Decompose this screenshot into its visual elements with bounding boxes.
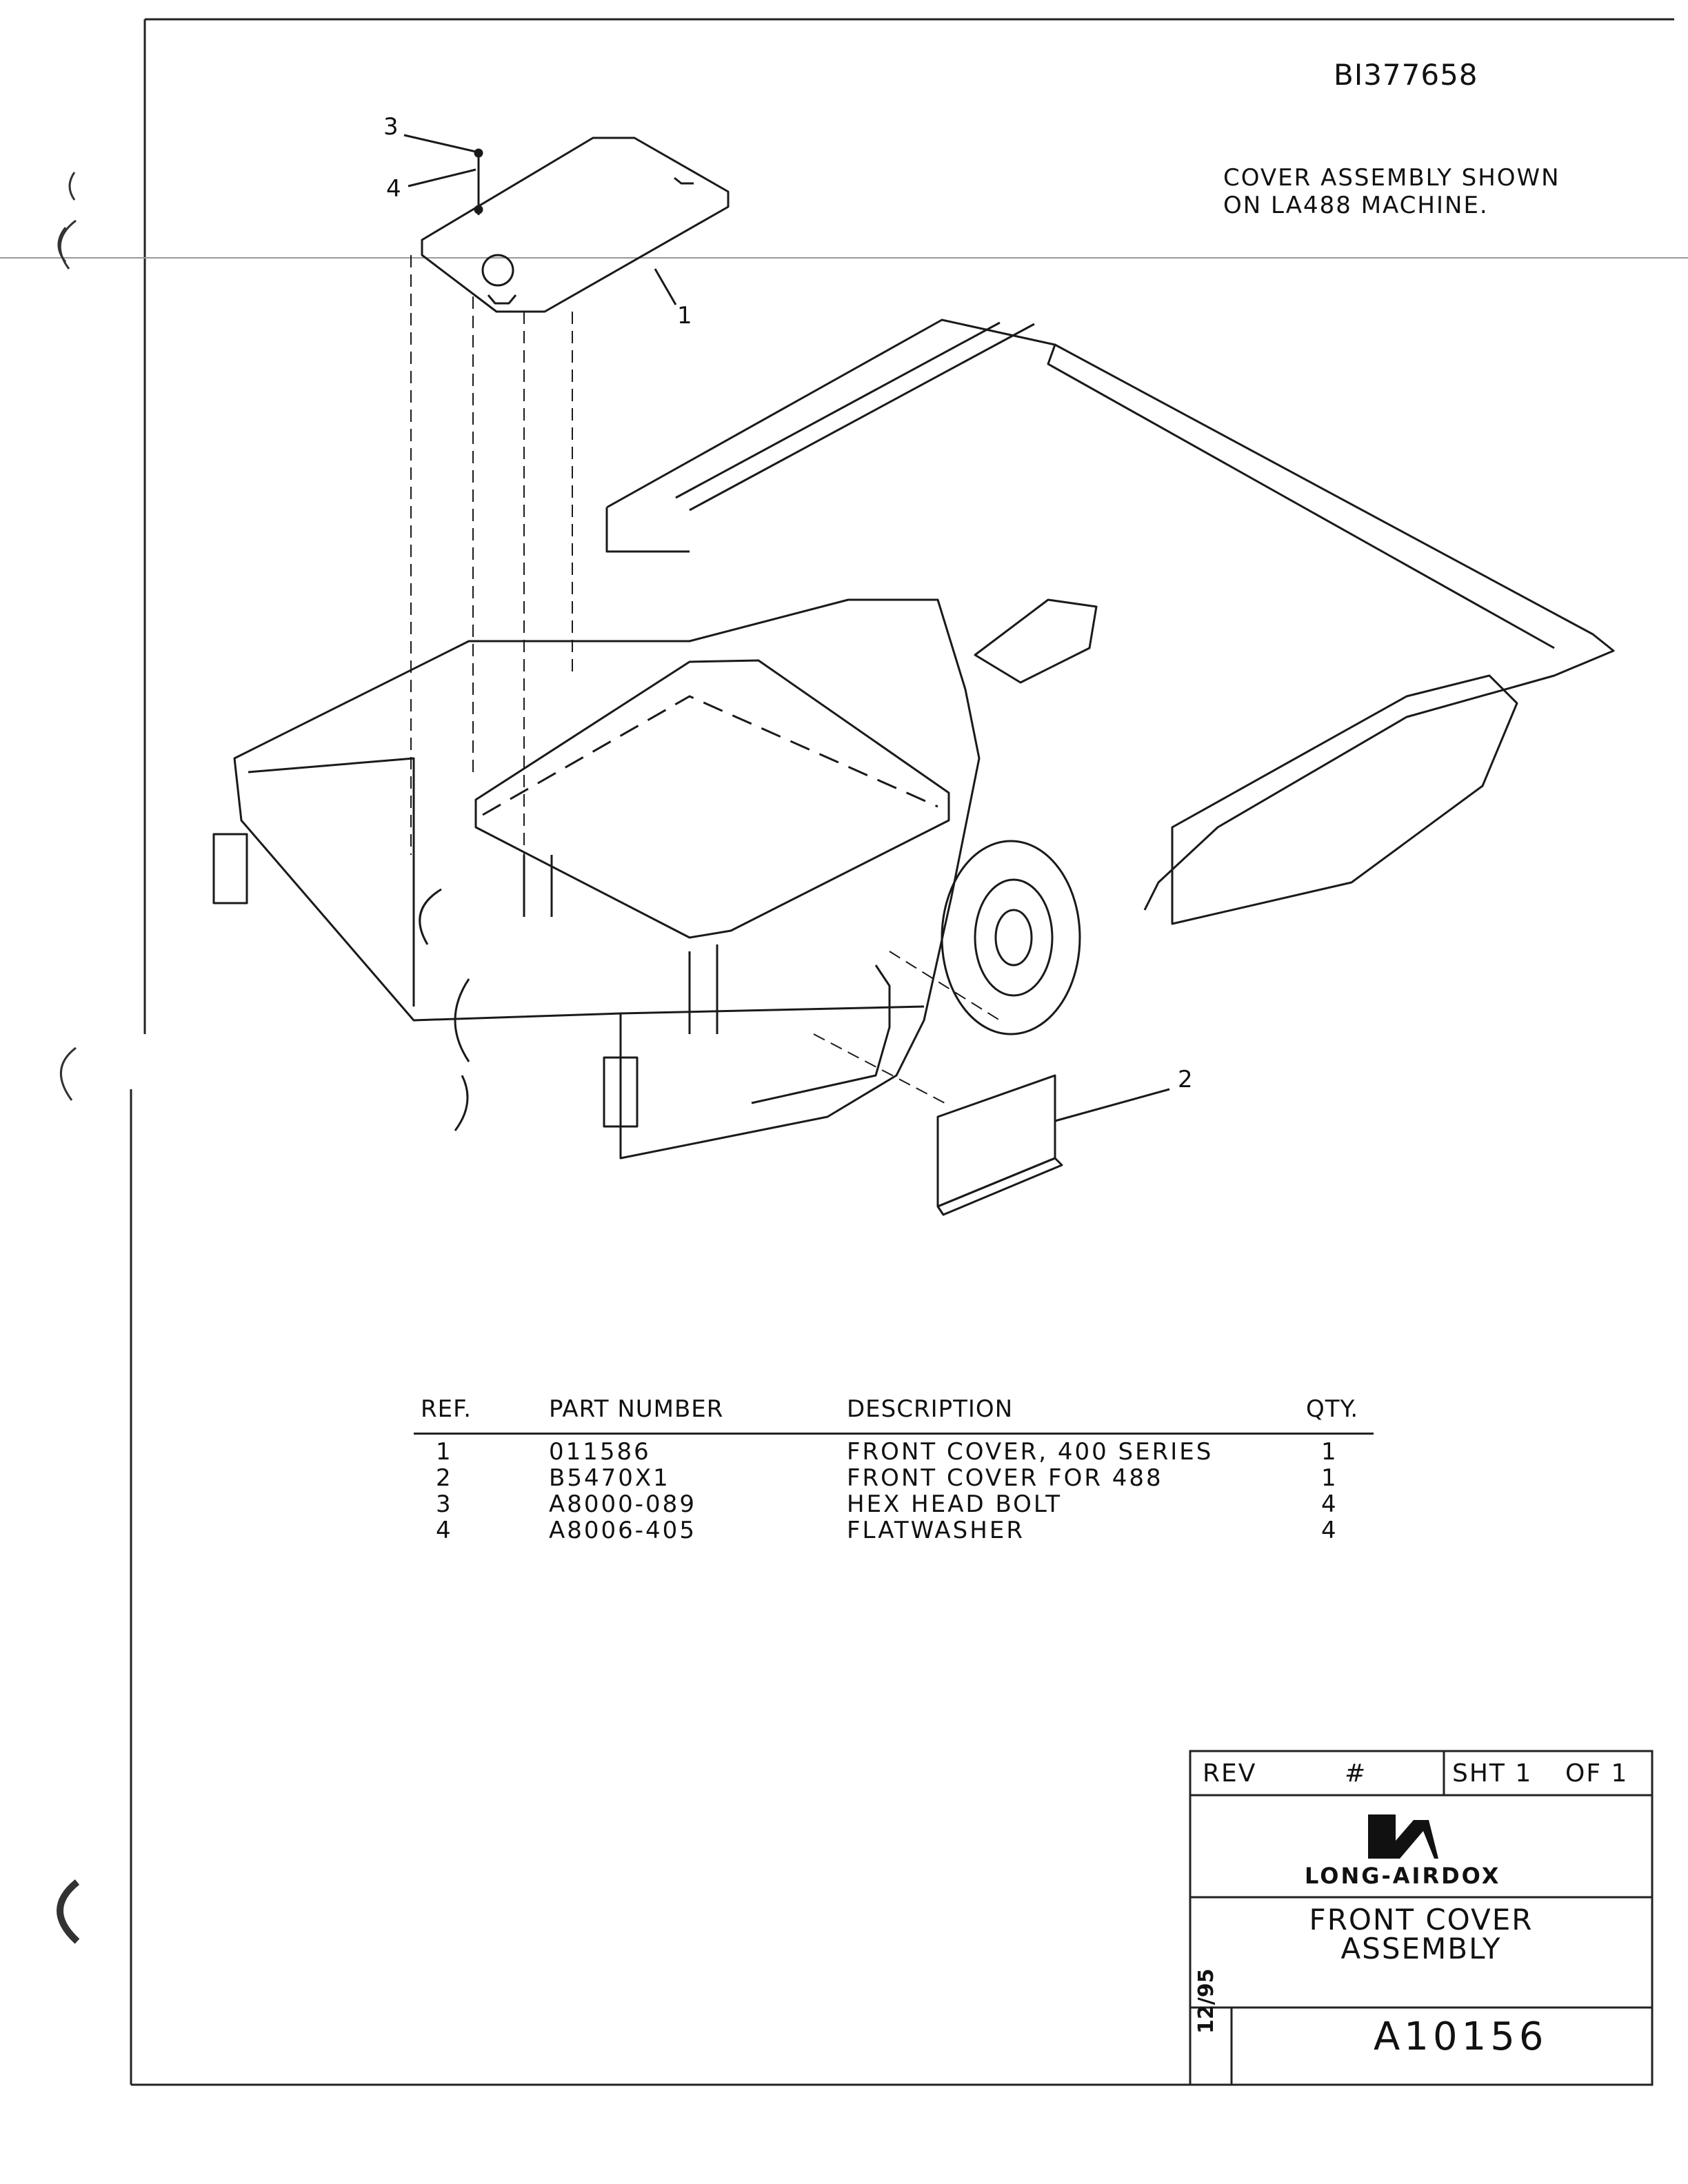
table-row: 4 A8006-405 FLATWASHER 4 — [414, 1517, 1374, 1544]
row-ref: 3 — [436, 1490, 453, 1518]
row-part-number: A8000-089 — [549, 1490, 696, 1518]
drawing-date: 12/95 — [1194, 1968, 1218, 2034]
sheet-border — [130, 18, 1674, 2086]
header-description: DESCRIPTION — [847, 1395, 1014, 1423]
assembly-note: COVER ASSEMBLY SHOWN ON LA488 MACHINE. — [1223, 164, 1560, 219]
rev-label: REV — [1203, 1759, 1257, 1788]
assembly-illustration — [212, 134, 1615, 1216]
row-part-number: A8006-405 — [549, 1517, 696, 1544]
row-ref: 1 — [436, 1438, 453, 1466]
rev-value: # — [1345, 1759, 1367, 1788]
sheet-label: SHT 1 — [1452, 1759, 1533, 1788]
document-id: BI377658 — [1334, 58, 1478, 92]
row-qty: 1 — [1321, 1464, 1338, 1492]
note-line-1: COVER ASSEMBLY SHOWN — [1223, 164, 1560, 192]
callout-4: 4 — [386, 175, 401, 203]
header-qty: QTY. — [1306, 1395, 1359, 1423]
table-row: 3 A8000-089 HEX HEAD BOLT 4 — [414, 1491, 1374, 1517]
row-qty: 1 — [1321, 1438, 1338, 1466]
row-part-number: 011586 — [549, 1438, 651, 1466]
title-block-grid — [1189, 1750, 1654, 2086]
row-description: FRONT COVER, 400 SERIES — [847, 1438, 1214, 1466]
row-description: HEX HEAD BOLT — [847, 1490, 1062, 1518]
drawing-number: A10156 — [1374, 2014, 1548, 2059]
long-airdox-logo-mark — [1368, 1814, 1438, 1859]
parts-table-header: REF. PART NUMBER DESCRIPTION QTY. — [414, 1395, 1374, 1433]
sheet-of-label: OF 1 — [1565, 1759, 1629, 1788]
drawing-title-line-2: ASSEMBLY — [1340, 1932, 1502, 1965]
front-cover-400-drawing — [421, 136, 730, 313]
callout-3: 3 — [383, 113, 399, 141]
note-line-2: ON LA488 MACHINE. — [1223, 192, 1489, 219]
callout-1: 1 — [677, 302, 692, 330]
header-ref: REF. — [421, 1395, 472, 1423]
parts-table: REF. PART NUMBER DESCRIPTION QTY. 1 0115… — [414, 1395, 1374, 1544]
row-qty: 4 — [1321, 1517, 1338, 1544]
row-ref: 2 — [436, 1464, 453, 1492]
drawing-title-line-1: FRONT COVER — [1309, 1903, 1534, 1937]
drawing-title: FRONT COVER ASSEMBLY — [1190, 1905, 1652, 1963]
row-part-number: B5470X1 — [549, 1464, 670, 1492]
callout-2: 2 — [1178, 1066, 1193, 1093]
front-cover-488-drawing — [936, 1074, 1056, 1208]
table-row: 2 B5470X1 FRONT COVER FOR 488 1 — [414, 1465, 1374, 1491]
row-description: FLATWASHER — [847, 1517, 1025, 1544]
header-rule — [414, 1433, 1374, 1435]
header-part-number: PART NUMBER — [549, 1395, 724, 1423]
row-description: FRONT COVER FOR 488 — [847, 1464, 1163, 1492]
binder-hole-marks — [57, 172, 80, 1944]
company-name: LONG-AIRDOX — [1305, 1863, 1501, 1889]
table-row: 1 011586 FRONT COVER, 400 SERIES 1 — [414, 1439, 1374, 1465]
row-ref: 4 — [436, 1517, 453, 1544]
row-qty: 4 — [1321, 1490, 1338, 1518]
